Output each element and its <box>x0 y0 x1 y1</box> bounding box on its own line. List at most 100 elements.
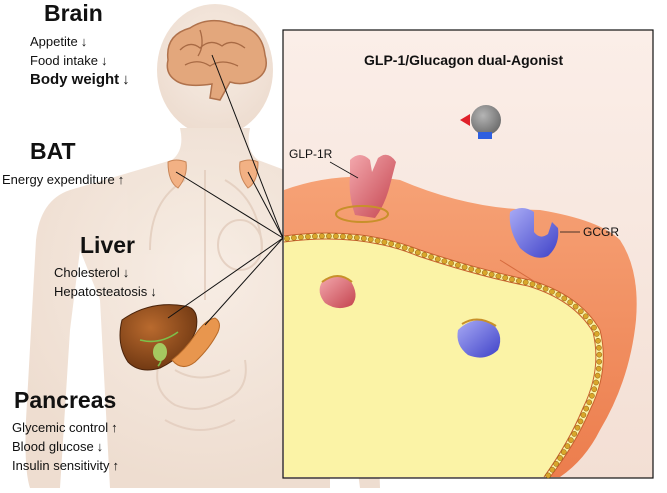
brain-heading: Brain <box>44 0 103 26</box>
membrane-dot <box>536 283 542 290</box>
membrane-dot <box>414 249 421 256</box>
membrane-dot <box>284 235 290 242</box>
internalized-gcgr <box>457 318 501 358</box>
membrane-dot <box>595 337 601 344</box>
membrane-dot <box>333 233 339 240</box>
inset-panel <box>282 29 654 479</box>
effect-label: Insulin sensitivity <box>12 458 110 473</box>
effect-label: Blood glucose <box>12 439 94 454</box>
membrane-dot <box>502 274 509 281</box>
membrane-dot <box>529 281 536 287</box>
brain-icon <box>166 19 267 101</box>
arrow-down-icon: ↓ <box>80 34 88 49</box>
membrane-dot <box>340 233 346 240</box>
membrane-dot <box>441 258 448 265</box>
membrane-dot <box>564 443 571 449</box>
bat-effects: Energy expenditure↑ <box>2 170 124 189</box>
membrane-dot <box>587 318 593 325</box>
membrane-dot <box>596 358 603 365</box>
membrane-dot <box>388 240 395 247</box>
membrane-dot <box>374 237 381 244</box>
membrane-dot <box>595 365 602 372</box>
gcgr-label: GCGR <box>583 225 619 239</box>
membrane-dot <box>586 399 593 406</box>
membrane-dot <box>549 288 555 295</box>
pancreas-effect-glucose: Blood glucose↓ <box>12 437 119 456</box>
brain-effect-body-weight: Body weight↓ <box>30 70 130 89</box>
membrane-dot <box>545 472 552 479</box>
dual-agonist-icon <box>460 105 501 139</box>
brain-effect-food-intake: Food intake↓ <box>30 51 130 70</box>
bat-icon <box>167 159 259 189</box>
membrane-dot <box>367 236 374 243</box>
membrane-dot <box>448 260 454 267</box>
membrane-dot <box>572 303 579 310</box>
membrane-dot <box>596 351 603 358</box>
arrow-down-icon: ↓ <box>150 284 157 299</box>
membrane-dot <box>434 256 441 262</box>
pancreas-heading: Pancreas <box>14 387 117 413</box>
effect-label: Food intake <box>30 53 98 68</box>
membrane-dot <box>408 247 415 253</box>
glp1r-receptor <box>335 154 396 223</box>
liver-heading: Liver <box>80 232 135 258</box>
bat-effect-energy: Energy expenditure↑ <box>2 170 124 189</box>
liver-effect-hepatosteatosis: Hepatosteatosis↓ <box>54 282 157 301</box>
arrow-down-icon: ↓ <box>96 439 104 454</box>
pancreas-icon <box>171 317 220 367</box>
membrane-dot <box>577 308 584 315</box>
effect-label: Hepatosteatosis <box>54 284 148 299</box>
membrane-dot <box>555 291 562 298</box>
membrane-dot <box>582 313 589 320</box>
effect-label: Cholesterol <box>54 265 120 280</box>
membrane-dot <box>561 295 568 302</box>
glp1r-leader <box>329 161 359 179</box>
membrane-dot <box>475 268 481 274</box>
membrane-dots <box>284 233 603 479</box>
membrane-dot <box>574 424 581 431</box>
inset-title: GLP-1/Glucagon dual-Agonist <box>364 52 564 68</box>
brain-effect-appetite: Appetite↓ <box>30 32 130 51</box>
membrane-dot <box>509 276 515 283</box>
membrane-dot <box>461 264 468 271</box>
membrane-dot <box>319 233 325 239</box>
membrane-dot <box>593 331 600 337</box>
membrane-dot <box>593 379 599 386</box>
membrane-dot <box>381 239 388 246</box>
membrane-dot <box>353 234 360 241</box>
arrow-up-icon: ↑ <box>112 458 120 473</box>
membrane-dot <box>577 418 584 425</box>
pancreas-effect-glycemic: Glycemic control↑ <box>12 418 119 437</box>
membrane-dot <box>591 386 598 393</box>
pancreas-effect-insulin: Insulin sensitivity↑ <box>12 456 119 475</box>
connector-lines <box>167 54 284 326</box>
membrane-dot <box>428 254 434 260</box>
membrane-dot <box>553 461 560 467</box>
membrane-dot <box>522 279 529 286</box>
arrow-up-icon: ↑ <box>117 172 125 187</box>
glp1r-label: GLP-1R <box>289 147 333 161</box>
liver-icon <box>119 304 198 371</box>
membrane-dot <box>401 244 408 251</box>
internalized-glp1r <box>319 275 356 309</box>
membrane-dot <box>291 234 297 241</box>
membrane-dot <box>583 405 590 412</box>
membrane-dot <box>596 344 602 351</box>
membrane-dot <box>312 233 318 240</box>
liver-effect-cholesterol: Cholesterol↓ <box>54 263 157 282</box>
membrane-dot <box>326 233 332 239</box>
membrane-dot <box>421 251 428 258</box>
membrane-dot <box>360 235 367 242</box>
membrane-dot <box>591 324 597 331</box>
bat-heading: BAT <box>30 138 76 164</box>
effect-label: Energy expenditure <box>2 172 115 187</box>
membrane-dot <box>346 234 353 240</box>
membrane-dot <box>298 234 304 241</box>
membrane-dot <box>468 266 475 272</box>
liver-effects: Cholesterol↓ Hepatosteatosis↓ <box>54 263 157 301</box>
membrane-dot <box>305 233 311 240</box>
effect-label: Body weight <box>30 71 120 88</box>
membrane-dot <box>395 242 401 249</box>
membrane-dot <box>568 437 574 443</box>
